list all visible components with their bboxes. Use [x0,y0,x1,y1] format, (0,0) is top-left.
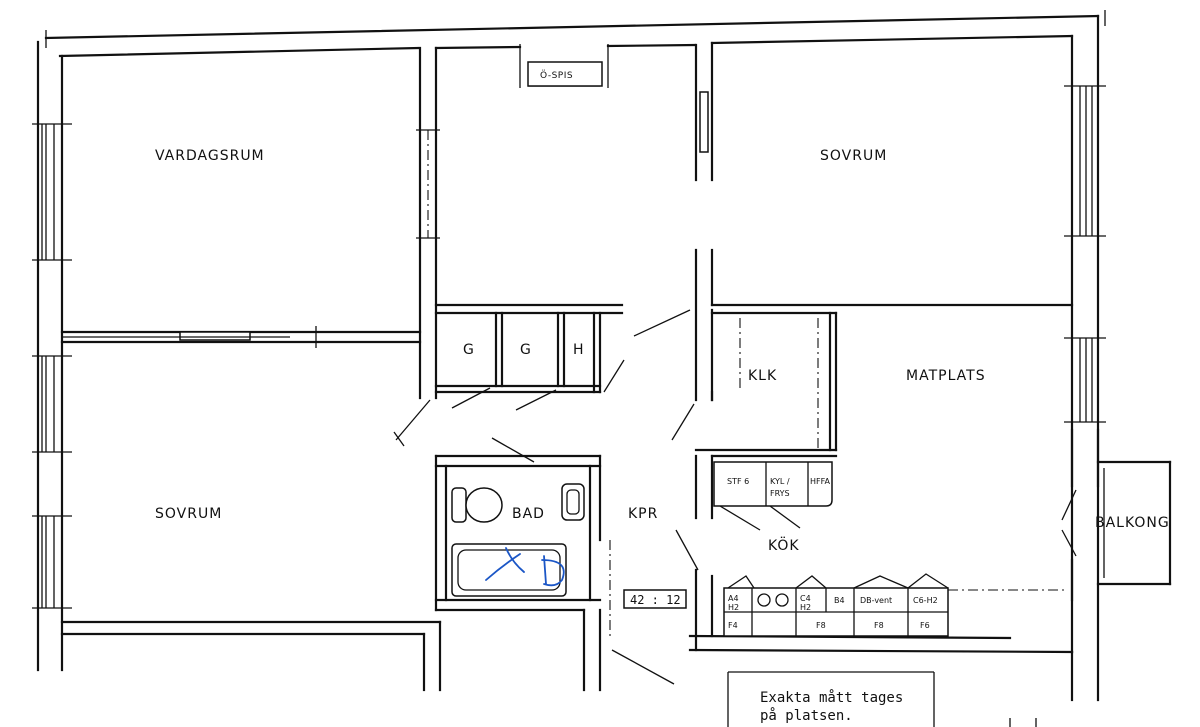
f8-label-b: F8 [874,621,884,630]
kitchen-lower-units: A4 H2 C4 H2 B4 DB-vent C6-H2 F4 F8 F8 F6 [723,573,1064,637]
room-kok: KÖK [768,536,800,554]
a4-label: A4 [728,594,739,603]
doors [393,309,1077,685]
outer-walls [32,10,1106,702]
toilet-fixture [451,487,503,523]
room-kpr: KPR [628,506,658,522]
c6-h2-label: C6-H2 [913,596,938,605]
room-matplats: MATPLATS [906,368,986,384]
note-line-2: på platsen. [760,707,853,724]
f4-label: F4 [728,621,738,630]
room-vardagsrum: VARDAGSRUM [155,148,265,164]
closet-g1: G [463,342,475,358]
stf6-label: STF 6 [727,477,749,486]
sink-fixture [561,483,585,521]
dimension-label: 42 : 12 [630,593,681,607]
kyl-label-1: KYL / [770,477,790,486]
closet-h: H [573,342,585,358]
kitchen-upper-units: STF 6 KYL / FRYS HFFA [713,461,833,531]
c4-h2-label: H2 [800,603,811,612]
window-left-lower [32,515,72,609]
kyl-label-2: FRYS [770,489,790,498]
window-right-lower [1064,337,1106,423]
c4-label: C4 [800,594,811,603]
room-labels: VARDAGSRUM SOVRUM SOVRUM BAD KPR KLK MAT… [155,148,1170,554]
window-left-upper [32,123,72,261]
bathtub-fixture [451,543,567,597]
o-spis-fixture: Ö-SPIS [527,61,603,87]
room-sovrum-upper: SOVRUM [820,148,887,164]
handwritten-annotation [485,547,565,587]
hffa-label: HFFA [810,477,830,486]
closet-g2: G [520,342,532,358]
dimension-box: 42 : 12 [623,589,687,609]
db-vent-label: DB-vent [860,596,892,605]
note-box: Exakta mått tages på platsen. [727,671,1037,727]
room-balkong: BALKONG [1095,515,1170,531]
o-spis-label: Ö-SPIS [540,70,573,81]
b4-label: B4 [834,596,845,605]
a4-h2-label: H2 [728,603,739,612]
window-right-upper [1064,85,1106,237]
window-left-middle [32,355,72,453]
room-bad: BAD [512,506,545,522]
f6-label: F6 [920,621,930,630]
balcony [1096,460,1172,586]
interior-walls [60,41,1100,654]
f8-label-a: F8 [816,621,826,630]
room-sovrum-lower: SOVRUM [155,506,222,522]
room-klk: KLK [748,368,777,384]
note-line-1: Exakta mått tages [760,689,903,706]
